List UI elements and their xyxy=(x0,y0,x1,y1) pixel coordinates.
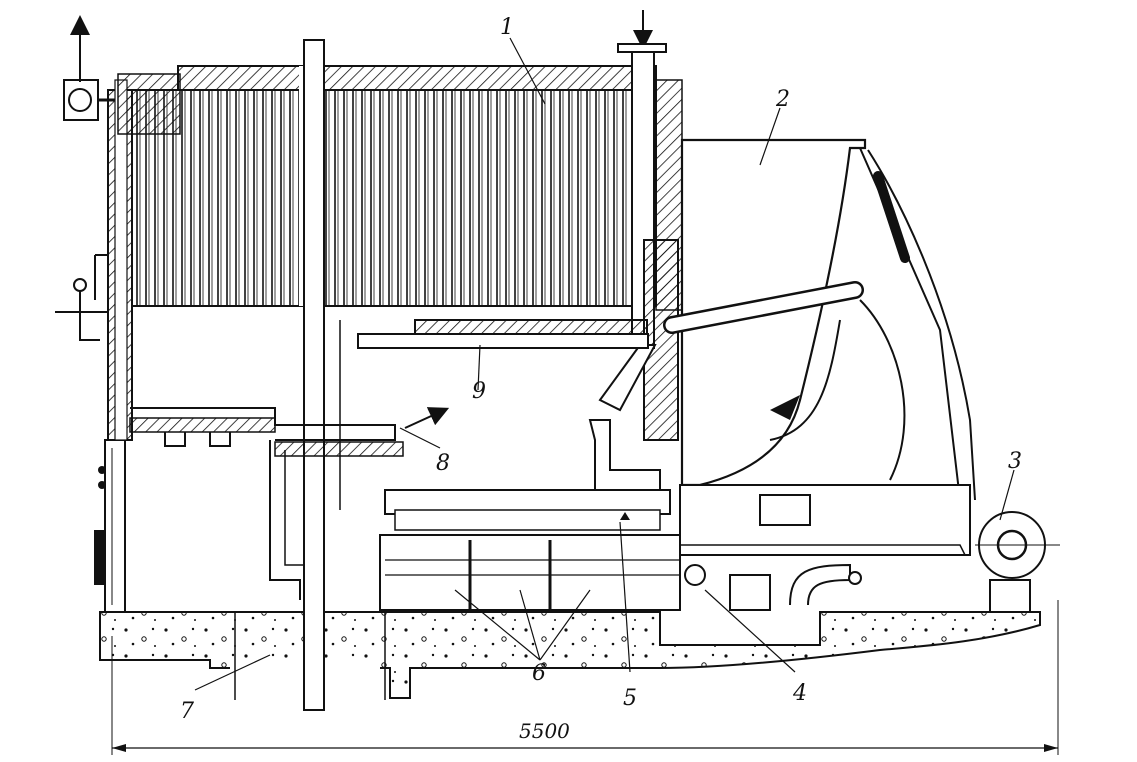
callout-5: 5 xyxy=(623,686,637,711)
callout-1: 1 xyxy=(500,15,514,40)
riser-pipe xyxy=(55,15,133,441)
overall-dimension xyxy=(111,600,1059,755)
center-column xyxy=(303,39,325,711)
fuel-hopper-2 xyxy=(663,138,976,501)
stoker-drive-4 xyxy=(679,484,971,611)
callout-6: 6 xyxy=(532,661,546,686)
dimension-label: 5500 xyxy=(519,719,570,743)
air-duct-9 xyxy=(339,319,649,510)
callout-9: 9 xyxy=(472,379,486,404)
callout-7: 7 xyxy=(180,699,194,724)
overfire-duct-8 xyxy=(129,407,450,457)
callout-3: 3 xyxy=(1008,449,1022,474)
callout-2: 2 xyxy=(775,87,790,112)
traveling-grate xyxy=(379,489,681,611)
leader-lines xyxy=(194,37,1015,691)
convective-tube-bank xyxy=(117,10,683,349)
concrete-foundation xyxy=(99,611,1041,700)
lower-casing xyxy=(94,439,310,613)
brick-wall xyxy=(588,239,679,491)
callout-8: 8 xyxy=(436,451,450,476)
blower-fan-3 xyxy=(975,511,1060,613)
callout-4: 4 xyxy=(792,681,807,706)
